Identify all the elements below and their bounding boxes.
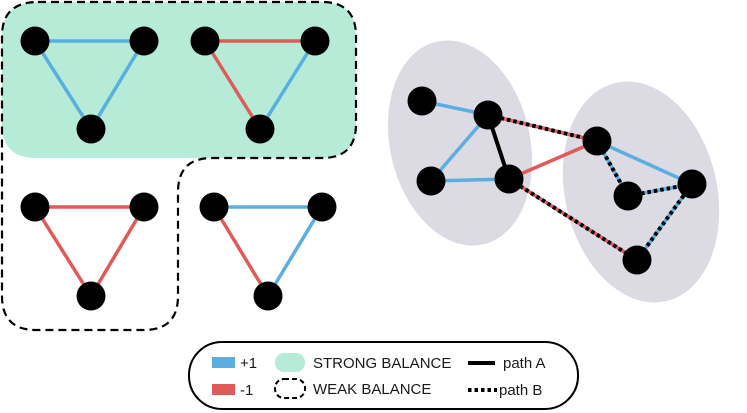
triangle-two-negative <box>190 26 330 144</box>
legend-path-a-label: path A <box>503 355 546 372</box>
edge-negative <box>33 206 93 297</box>
triangle-unbalanced <box>199 192 337 311</box>
node <box>253 281 283 311</box>
node <box>300 26 330 56</box>
network-nodes <box>407 86 707 275</box>
node <box>129 192 159 222</box>
edge-positive <box>33 40 93 130</box>
node <box>76 114 106 144</box>
edge-positive <box>266 206 324 297</box>
legend-positive-label: +1 <box>240 355 257 372</box>
node <box>494 164 524 194</box>
triangle-all-negative <box>20 192 159 311</box>
node <box>190 26 220 56</box>
legend-negative-label: -1 <box>240 382 253 399</box>
edge-positive <box>89 40 146 130</box>
cluster-left <box>387 40 533 246</box>
legend: +1 -1 STRONG BALANCE WEAK BALANCE path A… <box>188 341 579 410</box>
node <box>76 281 106 311</box>
node <box>199 192 229 222</box>
legend-path-b-label: path B <box>499 382 542 399</box>
edge-positive <box>596 139 693 186</box>
node <box>20 192 50 222</box>
edge-positive <box>258 40 317 130</box>
legend-strong-swatch <box>275 353 305 372</box>
legend-weak-swatch <box>274 378 306 399</box>
node <box>245 114 275 144</box>
legend-positive-swatch <box>212 357 235 368</box>
path-b-segment-upper <box>487 113 693 199</box>
node <box>20 26 50 56</box>
edge-negative <box>508 139 598 181</box>
edge-negative <box>89 206 146 297</box>
weak-balance-outline <box>0 0 358 332</box>
node <box>622 245 652 275</box>
edge-negative <box>212 206 270 297</box>
node <box>416 166 446 196</box>
node <box>129 26 159 56</box>
edge-negative <box>203 40 262 130</box>
node <box>613 181 643 211</box>
legend-weak-label: WEAK BALANCE <box>313 381 431 398</box>
node <box>582 126 612 156</box>
node <box>677 169 707 199</box>
legend-strong-label: STRONG BALANCE <box>313 355 451 372</box>
node <box>473 100 503 130</box>
strong-balance-region <box>2 2 356 158</box>
legend-negative-swatch <box>212 384 235 395</box>
node <box>407 86 437 116</box>
edge-positive <box>429 113 490 183</box>
triangle-all-positive <box>20 26 159 144</box>
node <box>307 192 337 222</box>
